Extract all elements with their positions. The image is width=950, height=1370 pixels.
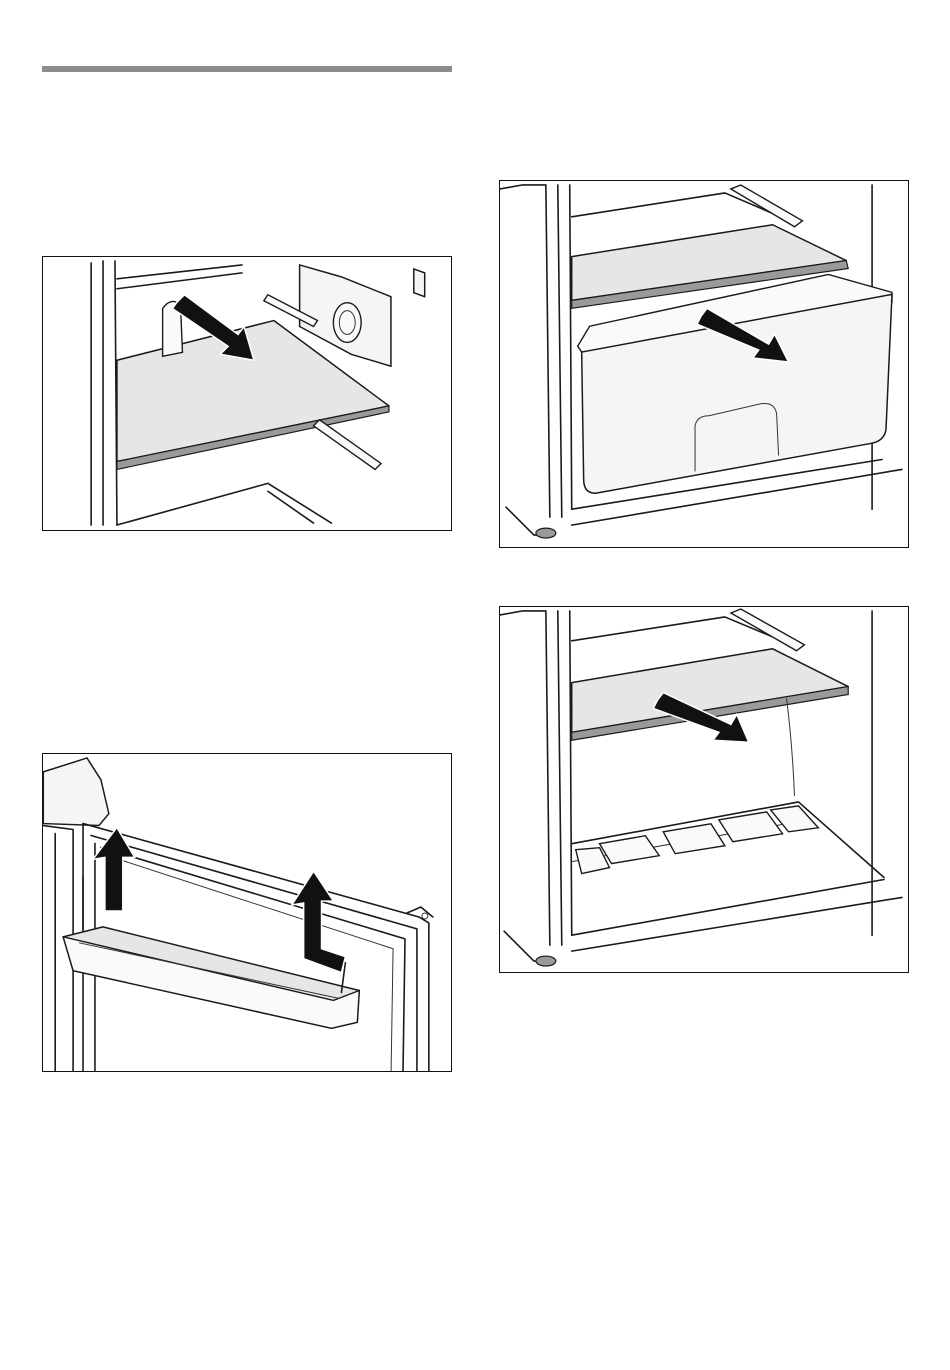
figure-remove-door-rack [42, 753, 452, 1072]
figure-remove-shelf [42, 256, 452, 531]
remove-drawer-illustration-icon [500, 181, 908, 547]
remove-glass-shelf-illustration-icon [500, 607, 908, 972]
section-heading-rule [42, 66, 452, 72]
remove-door-rack-illustration-icon [43, 754, 451, 1071]
figure-remove-glass-shelf [499, 606, 909, 973]
figure-remove-drawer [499, 180, 909, 548]
remove-shelf-illustration-icon [43, 257, 451, 530]
